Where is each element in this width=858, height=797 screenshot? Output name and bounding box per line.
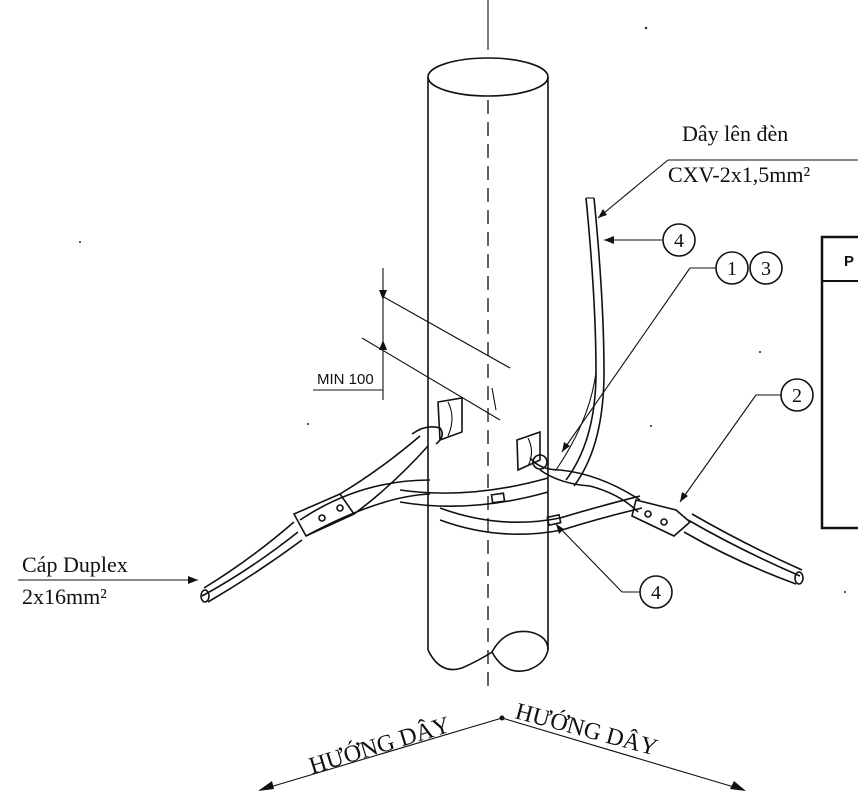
duplex-spec: 2x16mm² (22, 584, 107, 609)
callout-4-bottom (555, 523, 673, 609)
hook-bracket-right (516, 430, 541, 472)
lamp-wire (555, 197, 605, 487)
callout-1-number: 1 (727, 258, 737, 280)
cable-around-pole (399, 477, 643, 536)
duplex-label-leader (18, 576, 198, 584)
min-distance-dimension (313, 268, 511, 421)
utility-pole (427, 57, 549, 672)
duplex-cable-right (529, 454, 804, 585)
duplex-title: Cáp Duplex (22, 552, 128, 577)
direction-arrows (258, 715, 746, 791)
callout-2-number: 2 (792, 385, 802, 407)
callout-4-top (604, 223, 696, 257)
direction-right-label: HƯỚNG DÂY (512, 698, 660, 762)
lamp-wire-title: Dây lên đèn (682, 121, 788, 146)
callout-1-3 (561, 251, 783, 453)
duplex-cable-left (200, 426, 444, 603)
scan-specks (79, 26, 846, 593)
callout-3-number: 3 (761, 258, 771, 280)
lamp-wire-spec: CXV-2x1,5mm² (668, 162, 810, 187)
callout-4-bottom-number: 4 (651, 582, 661, 604)
min-distance-label: MIN 100 (317, 371, 374, 388)
partial-table (820, 235, 858, 530)
direction-left-label: HƯỚNG DÂY (306, 711, 453, 779)
callout-4-top-number: 4 (674, 230, 684, 252)
table-header-fragment: P (844, 253, 854, 270)
leader-lamp-wire-spec (597, 159, 858, 219)
callout-2 (679, 378, 814, 503)
